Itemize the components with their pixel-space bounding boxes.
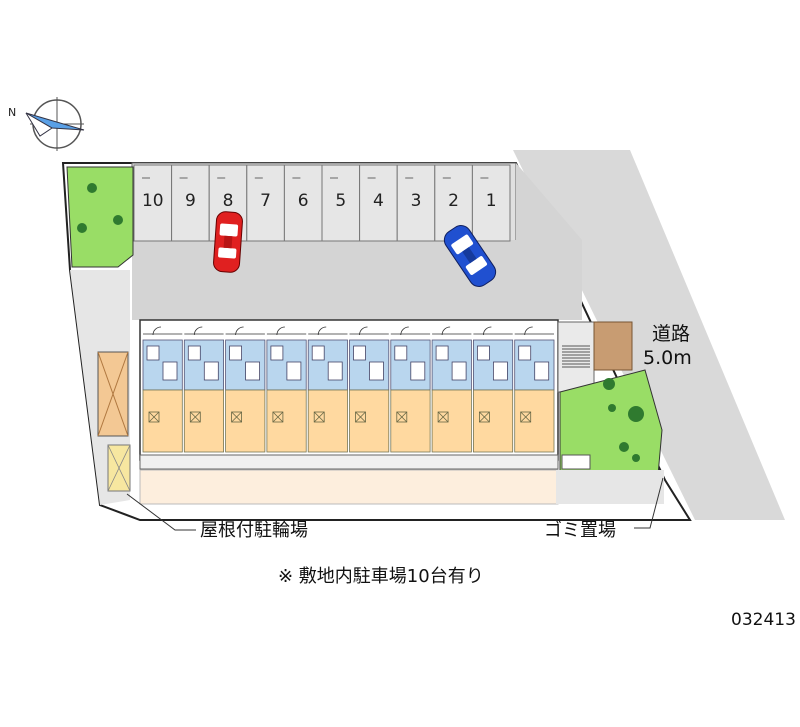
parking-number: 2 [448, 191, 459, 211]
bicycle-parking [97, 351, 131, 492]
parking-space-9: 9 [171, 164, 210, 242]
bicycle-parking-label: 屋根付駐輪場 [200, 520, 308, 541]
property-code: 032413 [731, 610, 796, 630]
parking-number: 6 [298, 191, 309, 211]
red-car-icon [213, 211, 243, 273]
bicycle-leader-line [126, 493, 196, 531]
parking-number: 10 [142, 191, 164, 211]
parking-space-1: 1 [471, 164, 511, 242]
parking-number: 8 [223, 191, 234, 211]
garbage-area [561, 454, 591, 470]
apartment-unit [431, 326, 472, 453]
garbage-leader-line [634, 477, 664, 529]
parking-space-10: 10 [133, 164, 173, 242]
apartment-unit [142, 326, 183, 453]
parking-number: 4 [373, 191, 384, 211]
green-area-top-left [66, 166, 134, 268]
parking-space-6: 6 [283, 164, 323, 242]
parking-number: 3 [411, 191, 422, 211]
apartment-unit [472, 326, 514, 453]
garbage-area-label: ゴミ置場 [544, 520, 616, 541]
parking-number: 9 [185, 191, 196, 211]
apartment-unit [225, 326, 266, 453]
parking-number: 7 [260, 191, 271, 211]
parking-space-4: 4 [359, 164, 398, 242]
compass-icon: N [8, 97, 85, 151]
parking-area: 10 9 8 7 6 5 4 3 2 1 [131, 162, 582, 320]
apartment-unit [266, 326, 307, 453]
apartment-building [139, 319, 559, 470]
parking-note: ※ 敷地内駐車場10台有り [278, 566, 484, 587]
blue-car-icon [443, 225, 497, 287]
parking-space-7: 7 [246, 164, 285, 242]
parking-number: 5 [335, 191, 346, 211]
road-label: 道路 [652, 323, 690, 345]
apartment-unit [183, 326, 225, 453]
right-side-facilities [556, 321, 664, 504]
parking-space-5: 5 [321, 164, 361, 242]
apartment-unit [390, 326, 431, 453]
road-width-label: 5.0m [643, 347, 692, 369]
footpath [139, 469, 559, 505]
parking-number: 1 [486, 191, 497, 211]
svg-text:N: N [8, 106, 16, 119]
apartment-unit [514, 326, 555, 453]
parking-space-3: 3 [396, 164, 436, 242]
apartment-unit [349, 326, 390, 453]
apartment-unit [307, 326, 348, 453]
